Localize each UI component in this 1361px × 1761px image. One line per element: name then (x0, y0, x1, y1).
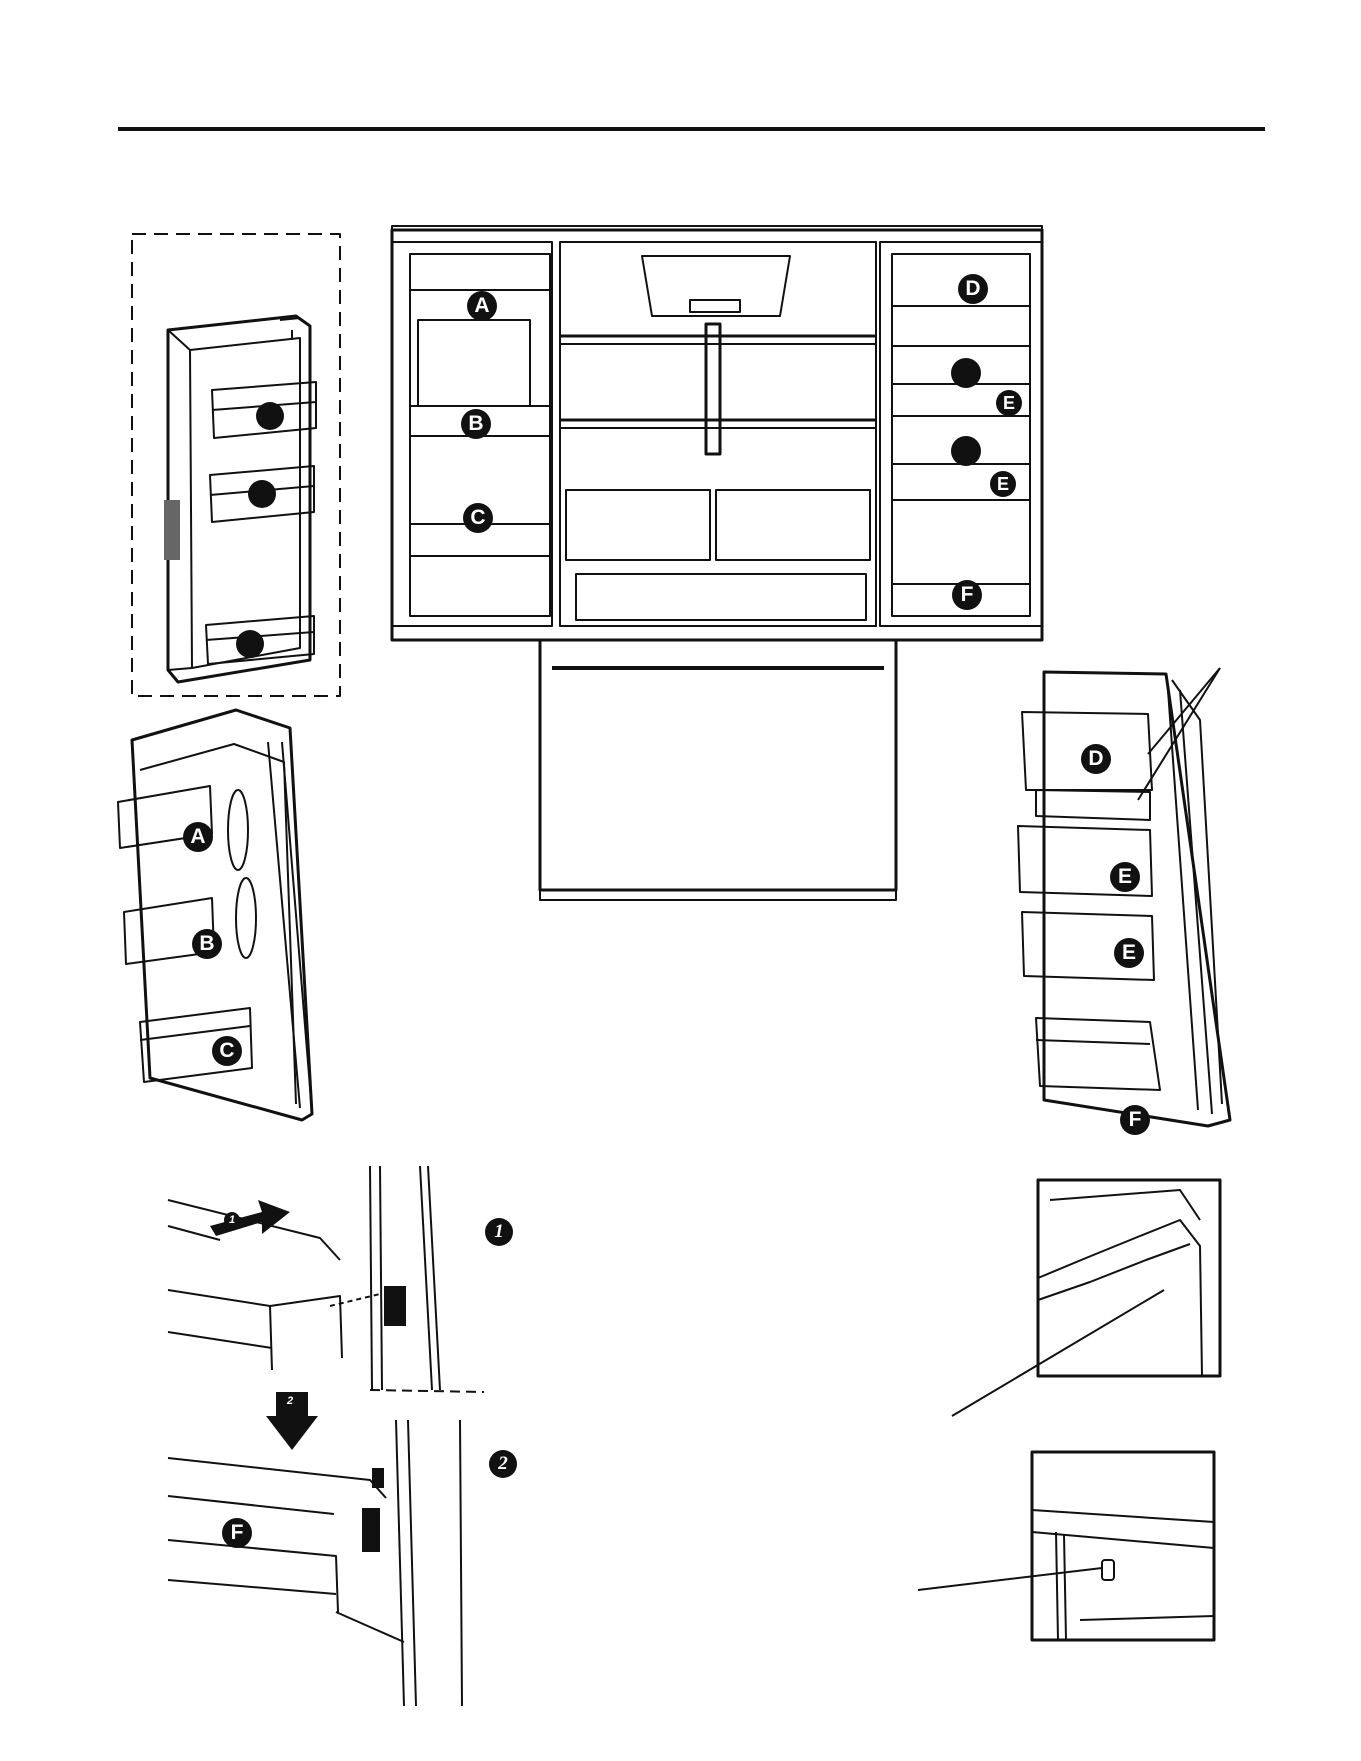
inset-bin-marker-bottom (236, 630, 264, 658)
callout-a-left-door: A (183, 822, 213, 852)
callout-d-right-door: D (1081, 744, 1111, 774)
inset-bin-marker-middle (248, 480, 276, 508)
step-two-marker: 2 (489, 1450, 517, 1478)
callout-f-step-two: F (222, 1518, 252, 1548)
callout-c-left-door: C (212, 1036, 242, 1066)
callout-d-main: D (958, 274, 988, 304)
step-two-illustration (168, 1392, 462, 1706)
callout-marker-main-upper (951, 358, 981, 388)
callout-marker-main-lower (951, 436, 981, 466)
refrigerator-body (392, 226, 1042, 900)
callout-b-main: B (461, 409, 491, 439)
step-one-marker: 1 (485, 1218, 513, 1246)
callout-e-right-door-upper: E (1110, 862, 1140, 892)
callout-f-main: F (952, 580, 982, 610)
callout-a-main: A (467, 291, 497, 321)
detail-box-top (952, 1180, 1220, 1416)
step-two-arrow-badge: 2 (281, 1392, 299, 1410)
callout-c-main: C (463, 503, 493, 533)
step-one-arrow-badge: 1 (224, 1212, 240, 1228)
detail-box-bottom (918, 1452, 1214, 1640)
header-rule (118, 127, 1265, 131)
right-door-detail (1018, 668, 1230, 1126)
step-one-illustration (168, 1166, 484, 1392)
callout-e-right-door-lower: E (1114, 938, 1144, 968)
inset-bin-marker-top (256, 402, 284, 430)
callout-b-left-door: B (192, 929, 222, 959)
callout-e-main-lower: E (990, 471, 1016, 497)
callout-e-main-upper: E (996, 390, 1022, 416)
inset-door (164, 316, 316, 682)
callout-f-right-door: F (1120, 1105, 1150, 1135)
